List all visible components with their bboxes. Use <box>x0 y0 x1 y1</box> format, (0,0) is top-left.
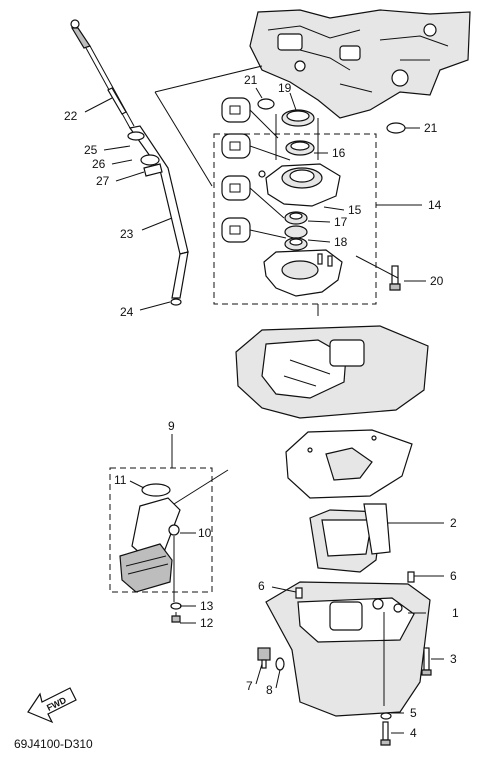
callout-12: 12 <box>200 616 214 630</box>
callout-22: 22 <box>64 109 78 123</box>
seal-16 <box>285 140 315 156</box>
callout-26: 26 <box>92 157 106 171</box>
bolt-4 <box>380 721 391 746</box>
seal-17 <box>284 211 308 225</box>
group-box-14 <box>213 133 377 305</box>
callout-27: 27 <box>96 174 110 188</box>
callout-20: 20 <box>430 274 444 288</box>
bolt-10 <box>168 524 180 602</box>
dipstick-guide <box>127 125 189 306</box>
plug-6-left <box>295 587 303 599</box>
group-box-9 <box>109 467 213 593</box>
callout-8: 8 <box>266 683 273 697</box>
callout-10: 10 <box>198 526 212 540</box>
callout-1: 1 <box>452 606 459 620</box>
plug-6-right <box>407 571 415 583</box>
engine-block <box>249 9 471 119</box>
callout-6-right: 6 <box>450 569 457 583</box>
callout-9: 9 <box>168 419 175 433</box>
callout-13: 13 <box>200 599 214 613</box>
callout-21-right: 21 <box>424 121 438 135</box>
callout-5: 5 <box>410 706 417 720</box>
seal-19 <box>281 109 315 127</box>
callout-21-left: 21 <box>244 73 258 87</box>
muffler-insert <box>309 503 391 573</box>
callout-17: 17 <box>334 215 348 229</box>
callout-19: 19 <box>278 81 292 95</box>
callout-16: 16 <box>332 146 346 160</box>
callout-23: 23 <box>120 227 134 241</box>
bolt-12 <box>171 612 181 623</box>
leader-lines <box>84 87 444 734</box>
dipstick <box>70 19 135 129</box>
callout-25: 25 <box>84 143 98 157</box>
gasket <box>285 429 413 499</box>
exhaust-guide-plate <box>235 325 429 419</box>
bolt-20 <box>389 265 401 291</box>
diagram-code: 69J4100-D310 <box>14 737 93 751</box>
upper-casing-15 <box>258 163 341 207</box>
o-ring-21-right <box>386 122 406 134</box>
callout-18: 18 <box>334 235 348 249</box>
callout-14: 14 <box>428 198 442 212</box>
callout-7: 7 <box>246 679 253 693</box>
fwd-arrow-icon: FWD <box>27 687 77 724</box>
washer-5 <box>380 712 392 720</box>
washer-13 <box>170 602 182 610</box>
callout-4: 4 <box>410 726 417 740</box>
callout-24: 24 <box>120 305 134 319</box>
drain-bolt-7 <box>257 647 271 669</box>
callout-15: 15 <box>348 203 362 217</box>
o-ring-11 <box>141 483 171 497</box>
seal-18 <box>284 225 308 251</box>
o-ring-21-left <box>257 98 275 110</box>
callout-2: 2 <box>450 516 457 530</box>
callout-3: 3 <box>450 652 457 666</box>
bolt-3 <box>421 647 432 676</box>
callout-11: 11 <box>114 473 127 487</box>
seal-detail-icons <box>221 97 251 243</box>
oil-pan <box>265 581 431 717</box>
oil-strainer <box>119 497 181 593</box>
lower-housing <box>263 249 343 297</box>
gasket-8 <box>275 657 285 671</box>
callout-6-left: 6 <box>258 579 265 593</box>
